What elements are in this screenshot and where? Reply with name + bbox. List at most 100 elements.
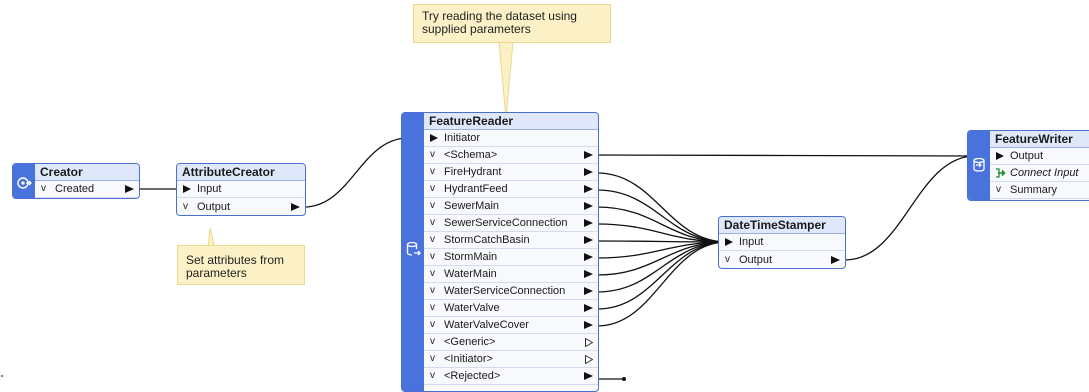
input-arrow-icon[interactable]	[430, 134, 438, 142]
chevron-down-icon[interactable]: v	[430, 166, 435, 177]
output-port-summary[interactable]: v Summary	[990, 182, 1089, 199]
port-label: SewerServiceConnection	[444, 217, 568, 229]
chevron-down-icon[interactable]: v	[430, 200, 435, 211]
output-arrow-icon[interactable]	[831, 256, 840, 264]
output-port[interactable]: v<Schema>	[424, 147, 598, 164]
chevron-down-icon[interactable]: v	[430, 353, 435, 364]
annotation-set-attributes[interactable]: Set attributes from parameters	[177, 245, 305, 285]
chevron-down-icon[interactable]: v	[183, 201, 188, 212]
node-strip	[13, 164, 35, 198]
output-arrow-icon[interactable]	[584, 372, 593, 380]
output-port[interactable]: v<Rejected>	[424, 368, 598, 385]
creator-icon	[17, 177, 32, 189]
wire-schema-to-featurewriter[interactable]	[596, 154, 976, 157]
unconnected-output-icon[interactable]	[585, 338, 593, 347]
port-label: Output	[1010, 150, 1044, 162]
input-arrow-icon[interactable]	[996, 152, 1004, 160]
port-label: WaterValveCover	[444, 319, 529, 331]
chevron-down-icon[interactable]: v	[430, 251, 435, 262]
port-label: Input	[739, 236, 764, 248]
datetimestamper-transformer[interactable]: DateTimeStamper Input v Output	[718, 216, 846, 269]
creator-transformer[interactable]: Creator v Created	[12, 163, 140, 199]
chevron-down-icon[interactable]: v	[996, 184, 1001, 195]
output-arrow-icon[interactable]	[125, 185, 134, 193]
port-label: WaterValve	[444, 302, 500, 314]
output-arrow-icon[interactable]	[584, 219, 593, 227]
chevron-down-icon[interactable]: v	[430, 183, 435, 194]
output-arrow-icon[interactable]	[584, 151, 593, 159]
output-port[interactable]: v WaterValveCover	[424, 317, 598, 334]
annotation-try-reading[interactable]: Try reading the dataset using supplied p…	[413, 4, 611, 43]
wire-featuretype-to-datetimestamper[interactable]	[596, 241, 728, 276]
wire-featuretype-to-datetimestamper[interactable]	[596, 241, 728, 327]
connect-input-port[interactable]: Connect Input	[990, 165, 1089, 182]
attributecreator-transformer[interactable]: AttributeCreator Input v Output	[176, 163, 306, 216]
output-port[interactable]: v Output	[177, 199, 305, 215]
output-port[interactable]: v SewerServiceConnection	[424, 215, 598, 232]
output-arrow-icon[interactable]	[584, 236, 593, 244]
unconnected-output-icon[interactable]	[585, 355, 593, 364]
input-port[interactable]: Input	[177, 181, 305, 198]
wire-featuretype-to-datetimestamper[interactable]	[596, 172, 728, 243]
annotation-text: Try reading the dataset using supplied p…	[422, 9, 577, 36]
chevron-down-icon[interactable]: v	[725, 254, 730, 265]
chevron-down-icon[interactable]: v	[430, 234, 435, 245]
port-label: Created	[55, 183, 95, 195]
output-arrow-icon[interactable]	[584, 168, 593, 176]
output-arrow-icon[interactable]	[584, 185, 593, 193]
chevron-down-icon[interactable]: v	[430, 217, 435, 228]
output-arrow-icon[interactable]	[584, 253, 593, 261]
output-arrow-icon[interactable]	[584, 304, 593, 312]
port-label: <Initiator>	[444, 353, 493, 365]
input-port[interactable]: Output	[990, 148, 1089, 165]
node-strip	[968, 131, 990, 200]
wire-featuretype-to-datetimestamper[interactable]	[596, 241, 728, 310]
input-port[interactable]: Input	[719, 234, 845, 251]
output-port[interactable]: v Output	[719, 252, 845, 268]
database-reader-icon	[406, 241, 421, 256]
port-label: WaterMain	[444, 268, 497, 280]
output-port-created[interactable]: v Created	[35, 181, 139, 198]
chevron-down-icon[interactable]: v	[430, 149, 435, 160]
chevron-down-icon[interactable]: v	[430, 370, 435, 381]
node-title: FeatureWriter	[990, 131, 1089, 148]
input-port-initiator[interactable]: Initiator	[424, 130, 598, 147]
output-arrow-icon[interactable]	[584, 202, 593, 210]
featurewriter-transformer[interactable]: FeatureWriter Output Connect Input v Sum…	[967, 130, 1089, 201]
output-arrow-icon[interactable]	[584, 287, 593, 295]
wire-end-dot	[622, 377, 626, 381]
connect-input-icon[interactable]	[995, 168, 1006, 178]
chevron-down-icon[interactable]: v	[41, 183, 46, 194]
port-label: Input	[197, 183, 222, 195]
output-port[interactable]: v WaterMain	[424, 266, 598, 283]
output-port[interactable]: v<Generic>	[424, 334, 598, 351]
port-label: StormCatchBasin	[444, 234, 530, 246]
port-label: Connect Input	[1010, 167, 1079, 179]
output-port[interactable]: v StormCatchBasin	[424, 232, 598, 249]
chevron-down-icon[interactable]: v	[430, 302, 435, 313]
chevron-down-icon[interactable]: v	[430, 319, 435, 330]
output-port[interactable]: v <Initiator>	[424, 351, 598, 368]
wire-attributecreator-to-featurereader[interactable]	[303, 137, 409, 208]
chevron-down-icon[interactable]: v	[430, 336, 435, 347]
output-arrow-icon[interactable]	[584, 321, 593, 329]
output-arrow-icon[interactable]	[584, 270, 593, 278]
input-arrow-icon[interactable]	[725, 238, 733, 246]
chevron-down-icon[interactable]: v	[430, 285, 435, 296]
wire-featuretype-to-datetimestamper[interactable]	[596, 189, 728, 243]
wire-datetimestamper-to-featurewriter[interactable]	[844, 155, 976, 261]
output-arrow-icon[interactable]	[291, 203, 300, 211]
input-arrow-icon[interactable]	[183, 185, 191, 193]
output-port[interactable]: v WaterValve	[424, 300, 598, 317]
output-port[interactable]: v HydrantFeed	[424, 181, 598, 198]
wire-featuretype-to-datetimestamper[interactable]	[596, 206, 728, 243]
node-title: Creator	[35, 164, 139, 181]
chevron-down-icon[interactable]: v	[430, 268, 435, 279]
port-label: HydrantFeed	[444, 183, 508, 195]
